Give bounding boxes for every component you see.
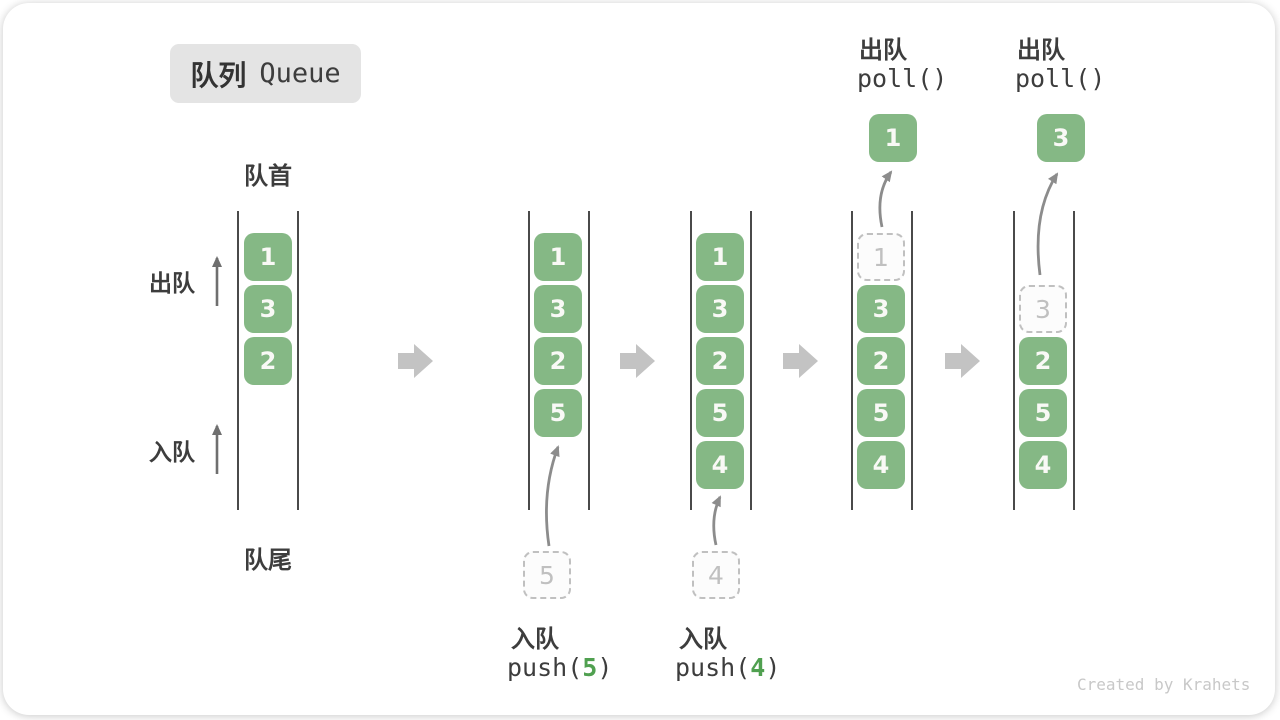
enqueue-op-label: 入队 (511, 625, 559, 653)
badge-title-en: Queue (259, 58, 341, 89)
enqueue-op-code: push(4) (675, 653, 781, 682)
dequeue-op-label: 出队 (859, 36, 907, 64)
queue2-element: 2 (534, 337, 582, 385)
enqueue-op-code: push(5) (507, 653, 613, 682)
queue1-element: 1 (244, 233, 292, 281)
queue5-polled-element: 3 (1037, 114, 1085, 162)
queue2-right-wall (588, 211, 590, 510)
queue5-element: 2 (1019, 337, 1067, 385)
queue5-right-wall (1073, 211, 1075, 510)
dequeue-op-label: 出队 (1017, 36, 1065, 64)
queue3-element: 4 (696, 441, 744, 489)
queue4-element: 4 (857, 441, 905, 489)
queue1-right-wall (297, 211, 299, 510)
queue4-element: 5 (857, 389, 905, 437)
queue3-incoming-element: 4 (692, 551, 740, 599)
diagram-card (3, 3, 1275, 715)
queue3-element: 2 (696, 337, 744, 385)
queue4-left-wall (851, 211, 853, 510)
queue5-left-wall (1013, 211, 1015, 510)
queue2-incoming-element: 5 (523, 551, 571, 599)
queue2-element: 1 (534, 233, 582, 281)
queue3-element: 3 (696, 285, 744, 333)
dequeue-op-code: poll() (1015, 64, 1106, 93)
queue3-element: 1 (696, 233, 744, 281)
queue-rear-label: 队尾 (244, 546, 292, 574)
queue2-element: 3 (534, 285, 582, 333)
queue-front-label: 队首 (244, 162, 292, 190)
watermark: Created by Krahets (1077, 675, 1251, 694)
badge-title-cn: 队列 (190, 58, 247, 92)
enqueue-side-label: 入队 (149, 440, 195, 466)
queue3-element: 5 (696, 389, 744, 437)
queue4-polled-element: 1 (869, 114, 917, 162)
queue4-removed-slot: 1 (857, 233, 905, 281)
queue1-left-wall (237, 211, 239, 510)
queue5-removed-slot: 3 (1019, 285, 1067, 333)
queue2-element: 5 (534, 389, 582, 437)
queue3-right-wall (750, 211, 752, 510)
queue1-element: 3 (244, 285, 292, 333)
queue5-element: 4 (1019, 441, 1067, 489)
dequeue-op-code: poll() (857, 64, 948, 93)
queue4-element: 2 (857, 337, 905, 385)
enqueue-op-label: 入队 (679, 625, 727, 653)
queue2-left-wall (528, 211, 530, 510)
title-badge: 队列 Queue (170, 44, 361, 103)
queue1-element: 2 (244, 337, 292, 385)
queue4-right-wall (911, 211, 913, 510)
queue5-element: 5 (1019, 389, 1067, 437)
queue3-left-wall (690, 211, 692, 510)
queue4-element: 3 (857, 285, 905, 333)
dequeue-side-label: 出队 (149, 271, 195, 297)
